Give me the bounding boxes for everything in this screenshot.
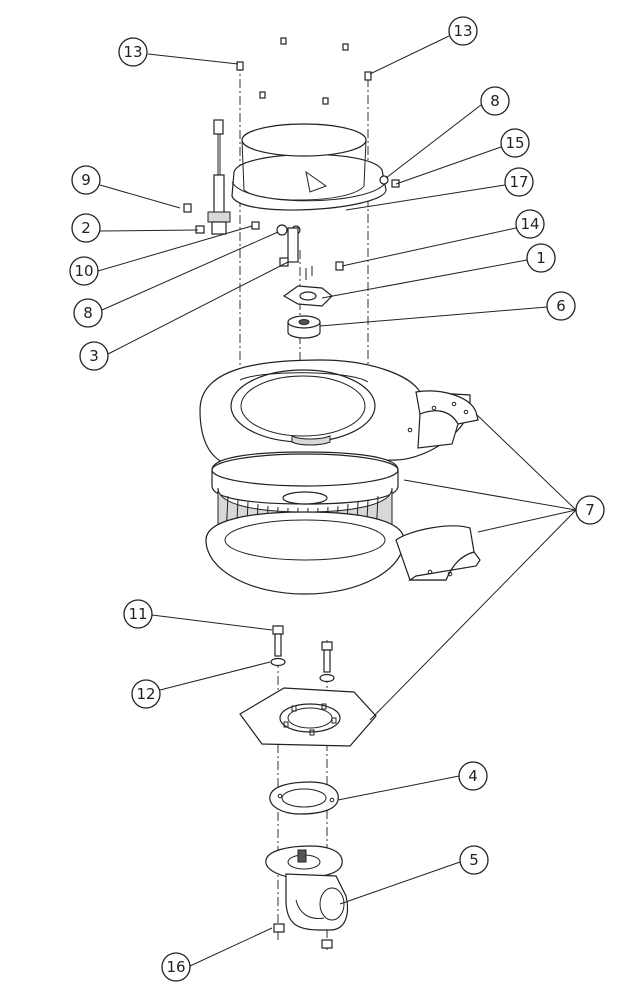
elbow-outlet <box>265 845 349 931</box>
callout-12-label: 12 <box>136 685 155 703</box>
callout-13-top-right-label: 13 <box>453 22 472 40</box>
callout-7: 7 <box>575 495 605 525</box>
hub <box>287 315 321 339</box>
callout-7-label: 7 <box>585 501 595 519</box>
callout-1: 1 <box>526 243 556 273</box>
callout-13-top-left-label: 13 <box>123 43 142 61</box>
callout-2: 2 <box>71 213 101 243</box>
blower-housing-lower <box>205 511 481 595</box>
callout-5-label: 5 <box>469 851 479 869</box>
callout-3: 3 <box>79 341 109 371</box>
callout-14-label: 14 <box>520 215 539 233</box>
sensor-assembly <box>183 119 231 235</box>
callout-4-label: 4 <box>468 767 478 785</box>
blower-housing-upper <box>199 359 479 466</box>
callout-9: 9 <box>71 165 101 195</box>
callout-2-label: 2 <box>81 219 91 237</box>
hub-plate <box>282 285 333 307</box>
callout-10: 10 <box>69 256 99 286</box>
callout-8-lower: 8 <box>73 298 103 328</box>
callout-1-label: 1 <box>536 249 546 267</box>
inlet-ring <box>231 123 387 211</box>
mounting-plate <box>239 687 377 747</box>
callout-8-upper-label: 8 <box>490 92 500 110</box>
bracket-parts <box>251 175 400 280</box>
callout-8-lower-label: 8 <box>83 304 93 322</box>
callout-6-label: 6 <box>556 297 566 315</box>
callouts: 13 13 8 15 9 17 2 14 <box>69 16 605 982</box>
callout-3-label: 3 <box>89 347 99 365</box>
callout-10-label: 10 <box>74 262 93 280</box>
callout-16-label: 16 <box>166 958 185 976</box>
callout-15: 15 <box>500 128 530 158</box>
callout-4: 4 <box>458 761 488 791</box>
callout-6: 6 <box>546 291 576 321</box>
callout-13-top-left: 13 <box>118 37 148 67</box>
mount-bolts <box>270 625 335 683</box>
callout-13-top-right: 13 <box>448 16 478 46</box>
top-screws <box>236 37 372 105</box>
callout-9-label: 9 <box>81 171 91 189</box>
callout-12: 12 <box>131 679 161 709</box>
gasket <box>269 781 339 815</box>
callout-14: 14 <box>515 209 545 239</box>
bottom-nuts <box>273 923 333 949</box>
callout-16: 16 <box>161 952 191 982</box>
callout-17-label: 17 <box>509 173 528 191</box>
callout-17: 17 <box>504 167 534 197</box>
callout-11-label: 11 <box>128 605 147 623</box>
callout-11: 11 <box>123 599 153 629</box>
callout-15-label: 15 <box>505 134 524 152</box>
leader-lines <box>97 35 577 967</box>
callout-8-upper: 8 <box>480 86 510 116</box>
callout-5: 5 <box>459 845 489 875</box>
